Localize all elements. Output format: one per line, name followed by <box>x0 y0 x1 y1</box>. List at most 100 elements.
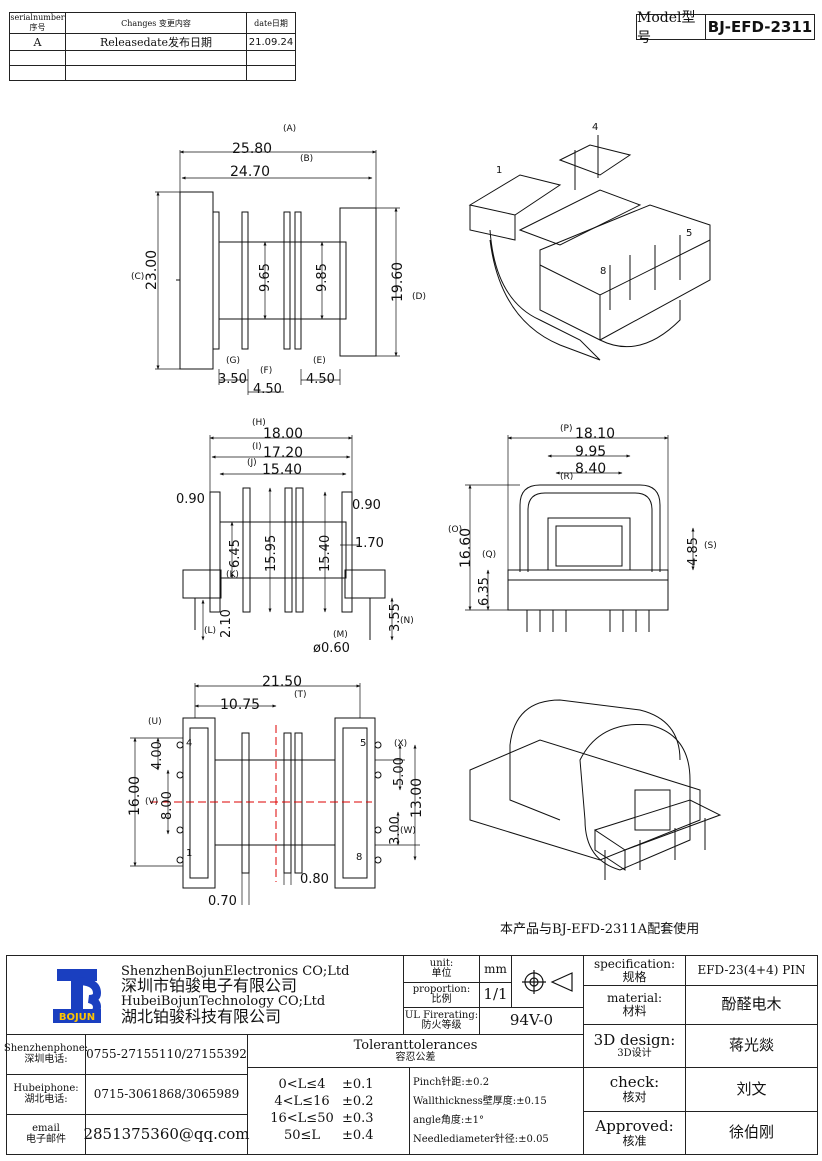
check-label: check:核对 <box>584 1068 686 1112</box>
unit-label: unit:单位 <box>404 956 480 983</box>
ref-label: (E) <box>313 356 326 366</box>
contact-value: 2851375360@qq.com <box>83 1115 250 1154</box>
tolerance-title-en: Toleranttolerances <box>353 1037 478 1053</box>
revision-table: serialnumber序号 Changes 变更内容 date日期 A Rel… <box>9 12 296 81</box>
dimension-label: 15.95 <box>264 534 279 572</box>
dimension-label: 17.20 <box>263 445 304 461</box>
ref-label: (G) <box>226 356 240 366</box>
dimension-label: 2.10 <box>219 609 234 638</box>
unit-value: mm <box>480 956 512 983</box>
material-label: material:材料 <box>584 986 686 1025</box>
spec-value: EFD-23(4+4) PIN <box>686 956 817 986</box>
dimension-label: 24.70 <box>230 164 271 180</box>
tolerance-note: Wallthickness壁厚度:±0.15 <box>413 1096 547 1107</box>
ref-label: (Q) <box>482 550 497 560</box>
ref-label: (A) <box>283 124 297 134</box>
check-value: 刘文 <box>686 1068 817 1112</box>
isometric-view-bottom <box>469 699 722 880</box>
technical-drawing <box>130 135 722 905</box>
pin-number: 4 <box>186 738 193 749</box>
dimension-label: 0.70 <box>208 894 237 909</box>
dimension-label: 4.00 <box>150 741 165 770</box>
model-value: BJ-EFD-2311 <box>707 18 813 36</box>
dimension-label: 19.60 <box>390 261 406 302</box>
dimension-label: 6.45 <box>228 539 243 568</box>
dimension-label: 0.90 <box>176 492 205 507</box>
ref-label: (H) <box>252 418 266 428</box>
ref-label: (R) <box>560 472 574 482</box>
side-view <box>182 435 394 641</box>
company-logo: BOJUN <box>53 969 102 1023</box>
dimension-label: 4.50 <box>306 372 335 387</box>
company-name-cn-2: 湖北铂骏科技有限公司 <box>121 1006 282 1026</box>
tolerance-title-cn: 容忍公差 <box>395 1051 436 1063</box>
dimension-label: 6.35 <box>477 577 492 606</box>
ref-label: (M) <box>333 630 348 640</box>
ref-label: (S) <box>704 541 717 551</box>
dimension-label: 10.75 <box>220 697 261 713</box>
isometric-view-top <box>468 135 711 361</box>
ref-label: (T) <box>294 690 307 700</box>
tolerance-row: 50≤L±0.4 <box>262 1128 374 1145</box>
company-name-cn-1: 深圳市铂骏电子有限公司 <box>121 976 298 996</box>
unit-label-cn: 单位 <box>431 968 452 979</box>
dimension-label: 16.60 <box>458 527 474 568</box>
tolerance-value: ±0.4 <box>342 1127 374 1143</box>
dimension-label: 15.40 <box>262 462 303 478</box>
first-angle-projection-icon <box>521 969 573 994</box>
tolerance-range: 16<L≤50 <box>270 1111 334 1126</box>
contact-label-en: Hubeiphone: <box>13 1083 79 1094</box>
dimension-label: 8.00 <box>160 791 175 820</box>
tolerance-ranges: 0<L≤4±0.1 4<L≤16±0.2 16<L≤50±0.3 50≤L±0.… <box>248 1068 410 1154</box>
proportion-label-en: proportion: <box>412 983 471 995</box>
unit-label-en: unit: <box>429 957 454 969</box>
ref-label: (C) <box>131 272 145 282</box>
tolerance-note: angle角度:±1° <box>413 1115 485 1126</box>
contact-label-en: Shenzhenphone: <box>3 1043 89 1054</box>
tolerance-value: ±0.1 <box>342 1077 374 1093</box>
dimension-label: 23.00 <box>144 249 160 290</box>
contact-value: 0715-3061868/3065989 <box>86 1075 248 1115</box>
proportion-label-cn: 比例 <box>431 994 452 1005</box>
logo-text: BOJUN <box>59 1012 95 1023</box>
title-block: BOJUN ShenzhenBojunElectronics CO;Ltd 深圳… <box>3 955 818 1155</box>
rev-cell <box>246 65 296 81</box>
pin-number: 8 <box>356 852 363 863</box>
material-value: 酚醛电木 <box>686 986 817 1025</box>
dimension-label: 0.90 <box>352 498 381 513</box>
dimension-label: 9.85 <box>315 263 330 292</box>
ref-label: (V) <box>145 797 159 807</box>
check-label-en: check: <box>609 1073 660 1092</box>
tolerance-row: 0<L≤4 ±0.1 <box>262 1077 374 1094</box>
tolerance-note: Needlediameter针径:±0.05 <box>413 1134 549 1145</box>
projection-symbol <box>512 956 584 1008</box>
dimension-labels: (A) 25.80 (B) 24.70 (C) 23.00 9.65 9.85 … <box>127 122 717 909</box>
pin-number: 1 <box>496 165 503 176</box>
dimension-label: 18.00 <box>263 426 304 442</box>
design-value: 蒋光燚 <box>686 1025 817 1068</box>
design-label: 3D design:3D设计 <box>584 1025 686 1068</box>
company-names: ShenzhenBojunElectronics CO;Ltd 深圳市铂骏电子有… <box>121 964 349 1026</box>
ref-label: (J) <box>247 458 257 468</box>
dimension-label: 4.85 <box>686 537 701 566</box>
tolerance-value: ±0.3 <box>342 1111 374 1126</box>
dimension-label: 13.00 <box>409 777 425 818</box>
material-label-cn: 材料 <box>622 1004 647 1018</box>
material-label-en: material: <box>606 991 663 1006</box>
approved-label: Approved:核准 <box>584 1112 686 1154</box>
ul-label-en: UL Firerating: <box>404 1009 479 1021</box>
top-view <box>155 150 400 395</box>
spec-label-cn: 规格 <box>622 969 647 984</box>
tolerance-range: 0<L≤4 <box>278 1077 326 1093</box>
dimension-label: 9.65 <box>258 263 273 292</box>
dimension-label: 21.50 <box>262 674 303 690</box>
usage-note: 本产品与BJ-EFD-2311A配套使用 <box>500 922 700 937</box>
dimension-label: 1.70 <box>355 536 384 551</box>
ref-label: (I) <box>252 442 262 452</box>
tolerance-range: 4<L≤16 <box>274 1094 330 1110</box>
ref-label: (W) <box>400 826 416 836</box>
dimension-label: 18.10 <box>575 426 616 442</box>
ul-label: UL Firerating:防火等级 <box>404 1008 480 1035</box>
spec-label-en: specification: <box>593 956 676 971</box>
